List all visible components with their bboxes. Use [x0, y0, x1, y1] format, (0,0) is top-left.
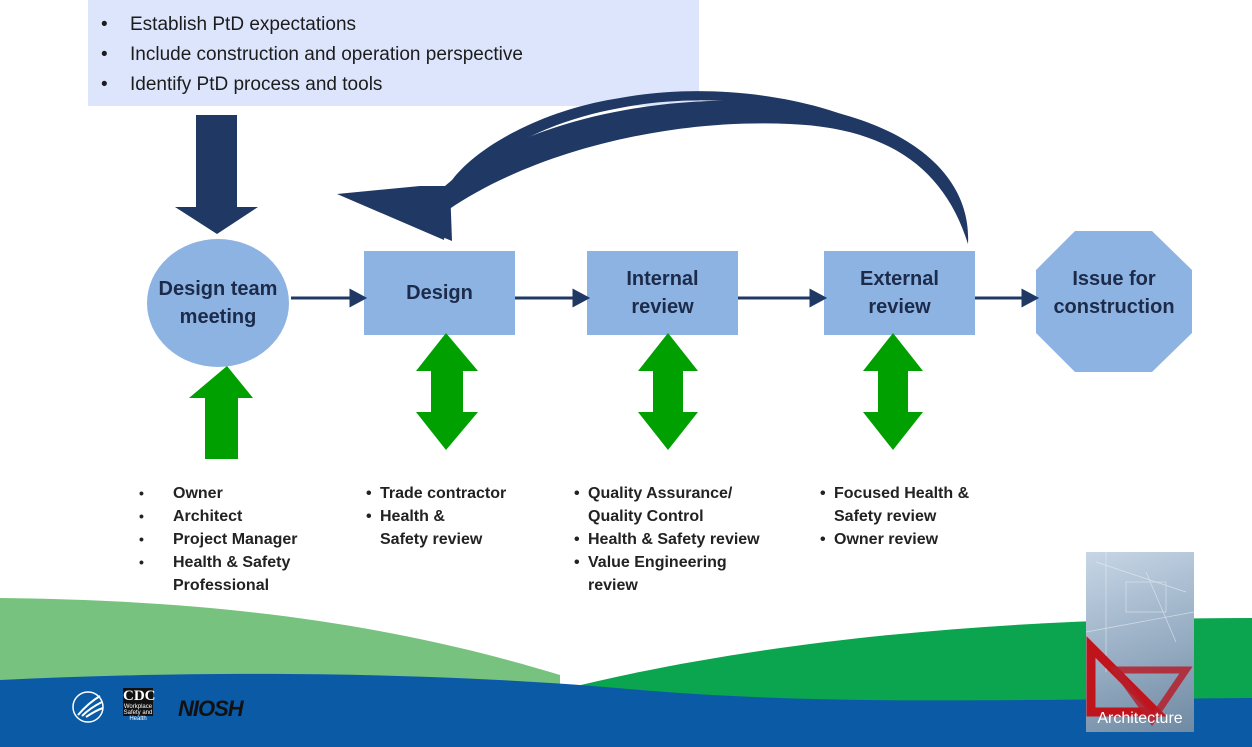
banner-item: Include construction and operation persp…	[101, 40, 699, 70]
list-item: Trade contractor	[366, 482, 546, 505]
external-review-list: Focused Health & Safety review Owner rev…	[820, 482, 990, 551]
architecture-label: Architecture	[1097, 710, 1183, 727]
issue-for-construction-node	[1036, 231, 1192, 372]
list-item: Health & Safety review	[366, 505, 490, 551]
hhs-eagle-logo	[70, 690, 110, 724]
design-node	[364, 251, 515, 335]
list-item: Quality Assurance/ Quality Control	[574, 482, 758, 528]
feedback-double-arrow	[416, 333, 478, 450]
list-item: Health & Safety Professional	[139, 551, 323, 597]
input-up-arrow	[189, 366, 253, 459]
banner-down-arrow	[175, 115, 258, 234]
hhs-eagle-icon	[72, 691, 104, 723]
list-item: Health & Safety review	[574, 528, 794, 551]
process-diagram	[147, 91, 1192, 459]
list-item: Value Engineering review	[574, 551, 768, 597]
connector-arrowhead	[1021, 288, 1040, 308]
list-item: Project Manager	[139, 528, 359, 551]
architecture-image: Architecture	[1086, 552, 1194, 732]
external-review-label: External review	[860, 268, 939, 318]
external-review-node	[824, 251, 975, 335]
list-item: Owner review	[820, 528, 990, 551]
cdc-logo-text: CDC	[123, 688, 156, 704]
list-item: Architect	[139, 505, 359, 528]
cdc-logo: CDC Workplace Safety and Health	[123, 688, 156, 722]
feedback-double-arrow	[863, 333, 923, 450]
list-item: Focused Health & Safety review	[820, 482, 994, 528]
cdc-logo-subtext: Workplace Safety and Health	[123, 704, 153, 722]
connector-arrowhead	[349, 288, 368, 308]
niosh-logo: NIOSH	[178, 696, 244, 721]
architecture-drafting-icon	[1086, 552, 1194, 727]
feedback-double-arrow	[638, 333, 698, 450]
internal-review-label: Internal review	[626, 268, 699, 318]
design-label: Design	[406, 282, 473, 304]
expectations-banner: Establish PtD expectations Include const…	[88, 0, 699, 106]
meeting-participants-list: Owner Architect Project Manager Health &…	[139, 482, 359, 597]
feedback-curved-arrow-body	[337, 100, 969, 244]
feedback-curved-arrow	[338, 91, 968, 244]
banner-item: Identify PtD process and tools	[101, 70, 699, 100]
design-team-meeting-label: Design team meeting	[158, 278, 278, 328]
list-item: Owner	[139, 482, 359, 505]
internal-review-node	[587, 251, 738, 335]
design-team-meeting-node	[147, 239, 289, 367]
design-list: Trade contractor Health & Safety review	[366, 482, 546, 551]
banner-list: Establish PtD expectations Include const…	[88, 0, 699, 100]
connector-arrowhead	[572, 288, 591, 308]
banner-item: Establish PtD expectations	[101, 10, 699, 40]
issue-for-construction-label: Issue for construction	[1053, 268, 1175, 318]
connector-arrowhead	[809, 288, 828, 308]
internal-review-list: Quality Assurance/ Quality Control Healt…	[574, 482, 794, 597]
footer-blue-wave	[0, 673, 1252, 747]
